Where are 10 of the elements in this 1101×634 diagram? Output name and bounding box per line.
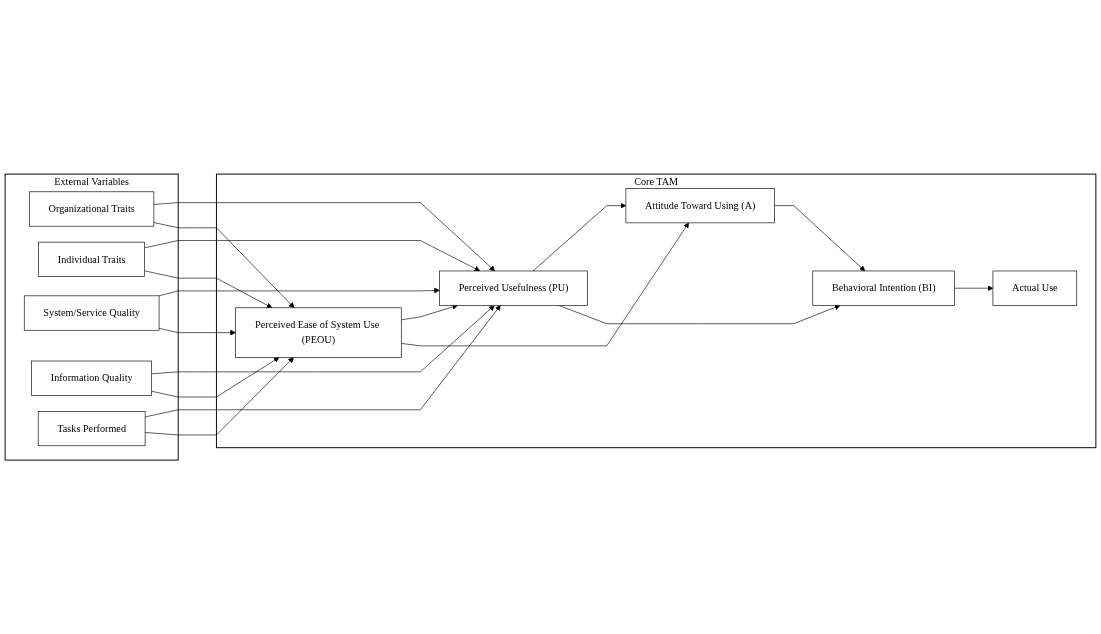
node-box: Attitude Toward Using (A)	[625, 188, 775, 224]
node-box: Organizational Traits	[29, 191, 155, 227]
node-box: Perceived Ease of System Use (PEOU)	[235, 307, 402, 358]
node-box: Information Quality	[31, 360, 152, 396]
node-box: Tasks Performed	[37, 410, 146, 446]
node-box: Individual Traits	[38, 241, 145, 277]
node-box: Perceived Usefulness (PU)	[439, 270, 588, 306]
node-box: Behavioral Intention (BI)	[812, 270, 955, 306]
node-box: Actual Use	[992, 270, 1078, 306]
node-box: System/Service Quality	[23, 295, 160, 331]
